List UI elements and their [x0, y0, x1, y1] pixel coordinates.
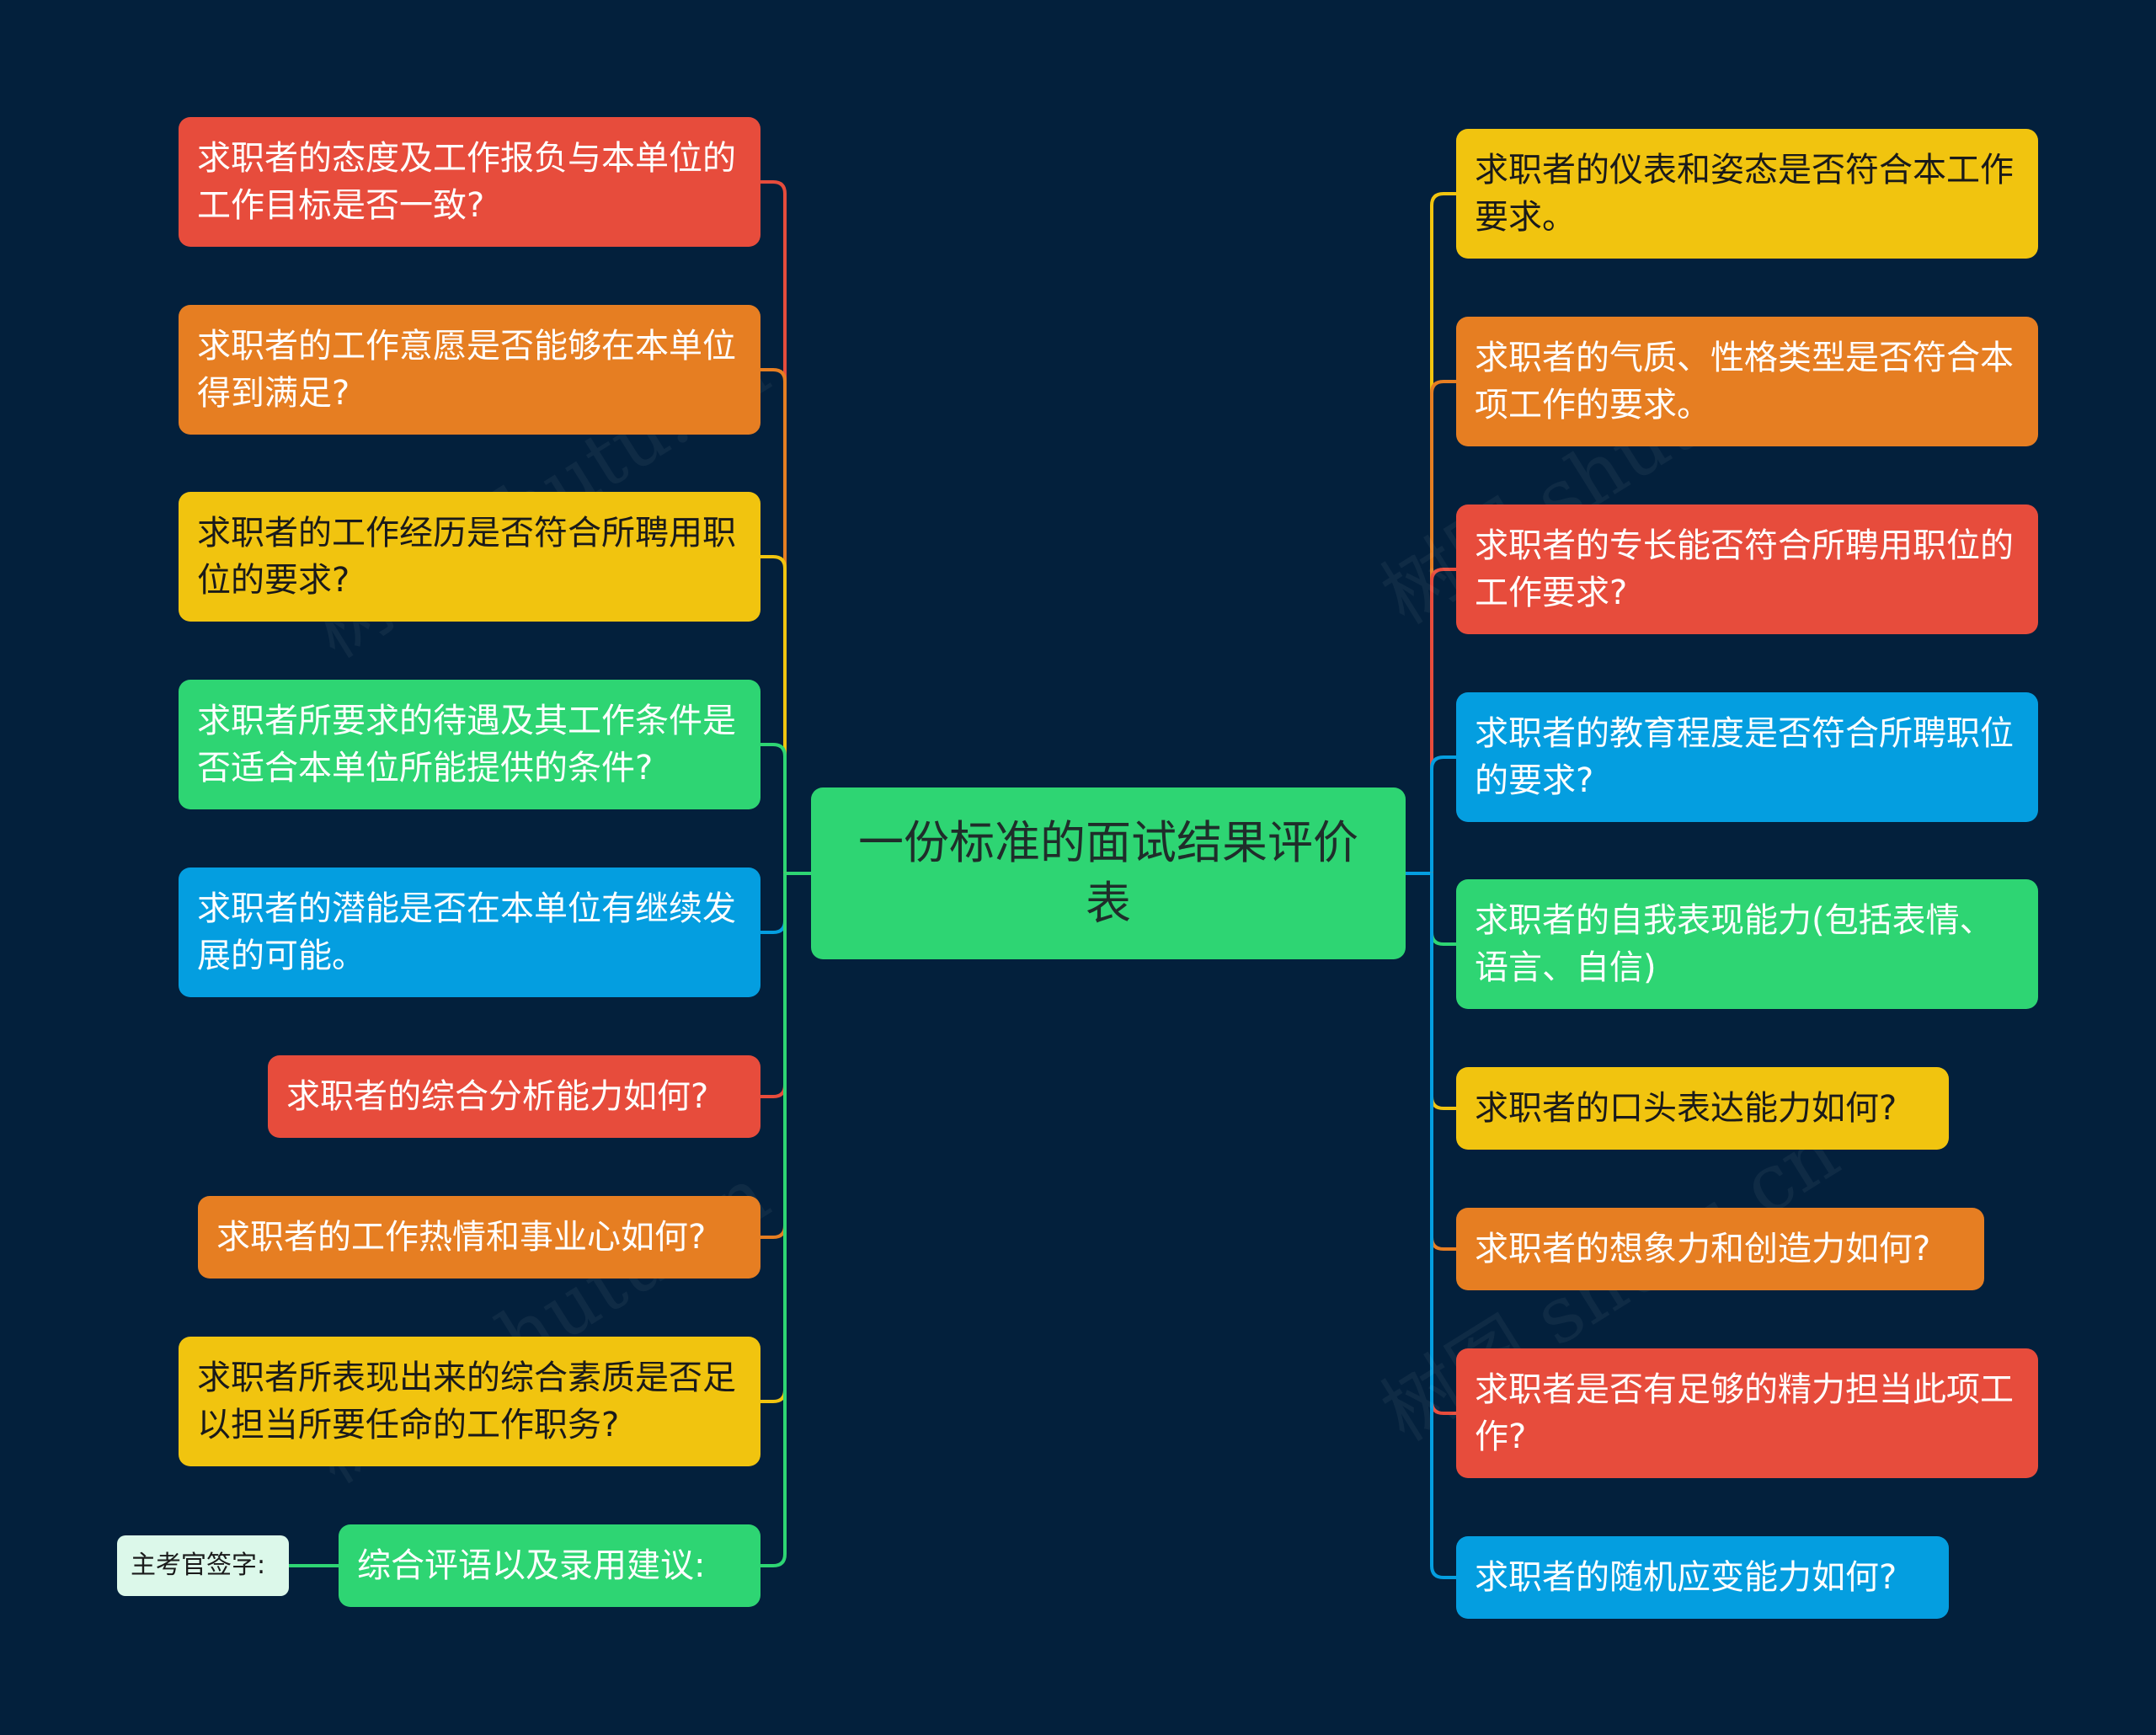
left-topic-9-child-label: 主考官签字:: [131, 1551, 266, 1580]
left-topic-6[interactable]: 求职者的综合分析能力如何?: [268, 1055, 760, 1138]
left-topic-4[interactable]: 求职者所要求的待遇及其工作条件是否适合本单位所能提供的条件?: [179, 680, 760, 809]
left-connector-8: [759, 872, 787, 1403]
right-topic-9[interactable]: 求职者的随机应变能力如何?: [1456, 1536, 1949, 1619]
left-topic-4-label: 求职者所要求的待遇及其工作条件是否适合本单位所能提供的条件?: [197, 702, 736, 787]
left-topic-7[interactable]: 求职者的工作热情和事业心如何?: [198, 1196, 760, 1279]
left-topic-5[interactable]: 求职者的潜能是否在本单位有继续发展的可能。: [179, 868, 760, 997]
left-topic-9-label: 综合评语以及录用建议:: [357, 1546, 706, 1585]
left-connector-7: [759, 872, 787, 1239]
right-connector-6: [1430, 872, 1458, 1110]
right-topic-3-label: 求职者的专长能否符合所聘用职位的工作要求?: [1475, 526, 2014, 612]
left-connector-6: [759, 872, 787, 1098]
root-topic-label: 一份标准的面试结果评价表: [858, 816, 1358, 930]
left-topic-1-label: 求职者的态度及工作报负与本单位的工作目标是否一致?: [197, 139, 736, 225]
right-topic-8[interactable]: 求职者是否有足够的精力担当此项工作?: [1456, 1348, 2038, 1478]
left-connector-1: [759, 180, 787, 875]
left-connector-2: [759, 368, 787, 875]
right-connector-2: [1430, 380, 1458, 875]
right-connector-9: [1430, 872, 1458, 1579]
right-connector-5: [1430, 872, 1458, 946]
left-topic-8[interactable]: 求职者所表现出来的综合素质是否足以担当所要任命的工作职务?: [179, 1337, 760, 1466]
right-topic-6-label: 求职者的口头表达能力如何?: [1475, 1089, 1897, 1128]
right-connector-4: [1430, 755, 1458, 875]
left-topic-2-label: 求职者的工作意愿是否能够在本单位得到满足?: [197, 327, 736, 413]
right-topic-4-label: 求职者的教育程度是否符合所聘职位的要求?: [1475, 714, 2014, 800]
left-topic-6-label: 求职者的综合分析能力如何?: [286, 1077, 709, 1116]
left-topic-8-label: 求职者所表现出来的综合素质是否足以担当所要任命的工作职务?: [197, 1359, 736, 1444]
root-topic[interactable]: 一份标准的面试结果评价表: [811, 787, 1406, 959]
right-topic-1[interactable]: 求职者的仪表和姿态是否符合本工作要求。: [1456, 129, 2038, 259]
right-topic-9-label: 求职者的随机应变能力如何?: [1475, 1558, 1897, 1597]
left-connector-5: [759, 872, 787, 934]
left-topic-7-label: 求职者的工作热情和事业心如何?: [216, 1218, 707, 1257]
right-topic-5[interactable]: 求职者的自我表现能力(包括表情、语言、自信): [1456, 879, 2038, 1009]
right-topic-7-label: 求职者的想象力和创造力如何?: [1475, 1230, 1931, 1268]
left-connector-4: [759, 743, 787, 875]
right-topic-7[interactable]: 求职者的想象力和创造力如何?: [1456, 1208, 1984, 1290]
right-topic-3[interactable]: 求职者的专长能否符合所聘用职位的工作要求?: [1456, 504, 2038, 634]
right-connector-3: [1430, 568, 1458, 875]
left-topic-1[interactable]: 求职者的态度及工作报负与本单位的工作目标是否一致?: [179, 117, 760, 247]
right-topic-8-label: 求职者是否有足够的精力担当此项工作?: [1475, 1370, 2014, 1456]
left-connector-9: [759, 872, 787, 1567]
left-topic-9-child[interactable]: 主考官签字:: [117, 1535, 289, 1596]
right-connector-1: [1430, 192, 1458, 875]
left-connector-3: [759, 555, 787, 875]
left-topic-9[interactable]: 综合评语以及录用建议:: [339, 1524, 760, 1607]
left-topic-5-label: 求职者的潜能是否在本单位有继续发展的可能。: [197, 889, 736, 975]
right-connector-8: [1430, 872, 1458, 1415]
right-topic-5-label: 求职者的自我表现能力(包括表情、语言、自信): [1475, 901, 1993, 987]
right-topic-2-label: 求职者的气质、性格类型是否符合本项工作的要求。: [1475, 339, 2014, 424]
right-topic-2[interactable]: 求职者的气质、性格类型是否符合本项工作的要求。: [1456, 317, 2038, 446]
right-topic-6[interactable]: 求职者的口头表达能力如何?: [1456, 1067, 1949, 1150]
left-topic-3[interactable]: 求职者的工作经历是否符合所聘用职位的要求?: [179, 492, 760, 622]
right-topic-1-label: 求职者的仪表和姿态是否符合本工作要求。: [1475, 151, 2014, 237]
left-topic-2[interactable]: 求职者的工作意愿是否能够在本单位得到满足?: [179, 305, 760, 435]
left-topic-3-label: 求职者的工作经历是否符合所聘用职位的要求?: [197, 514, 736, 600]
right-connector-7: [1430, 872, 1458, 1251]
right-topic-4[interactable]: 求职者的教育程度是否符合所聘职位的要求?: [1456, 692, 2038, 822]
